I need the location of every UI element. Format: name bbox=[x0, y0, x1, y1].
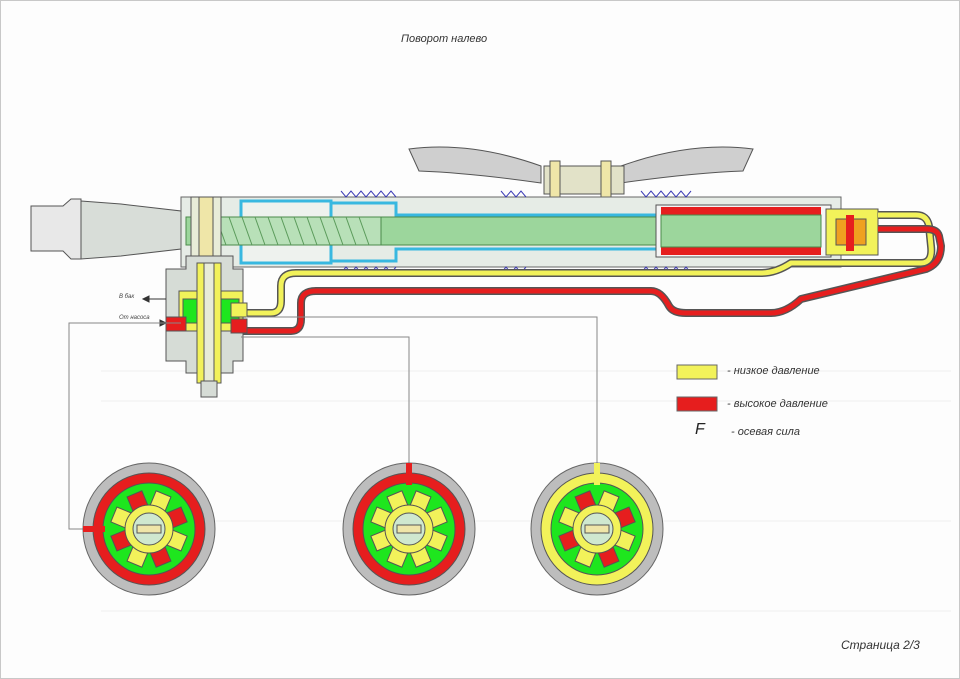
page-number: Страница 2/3 bbox=[841, 638, 920, 652]
input-shaft-boot bbox=[30, 198, 182, 260]
power-cylinder bbox=[655, 204, 879, 258]
legend-high-label: - высокое давление bbox=[727, 398, 828, 410]
section-left bbox=[82, 462, 216, 596]
diagram-title: Поворот налево bbox=[401, 33, 488, 45]
to-tank-label: В бак bbox=[119, 294, 135, 300]
port-arrows bbox=[141, 295, 168, 327]
background-grid bbox=[101, 370, 951, 612]
legend-swatch-high bbox=[676, 396, 718, 412]
from-pump-label: От насоса bbox=[119, 315, 150, 321]
legend-swatch-low bbox=[676, 364, 718, 380]
legend-low-label: - низкое давление bbox=[727, 365, 820, 377]
hydraulic-lines bbox=[241, 211, 945, 335]
legend bbox=[676, 364, 718, 412]
section-center bbox=[342, 462, 476, 596]
rotary-valve-body bbox=[165, 196, 248, 398]
section-right bbox=[530, 462, 664, 596]
valve-cross-sections bbox=[82, 462, 664, 596]
legend-force-label: - осевая сила bbox=[731, 426, 800, 438]
legend-force-symbol: F bbox=[695, 421, 705, 438]
leader-lines bbox=[68, 316, 598, 530]
